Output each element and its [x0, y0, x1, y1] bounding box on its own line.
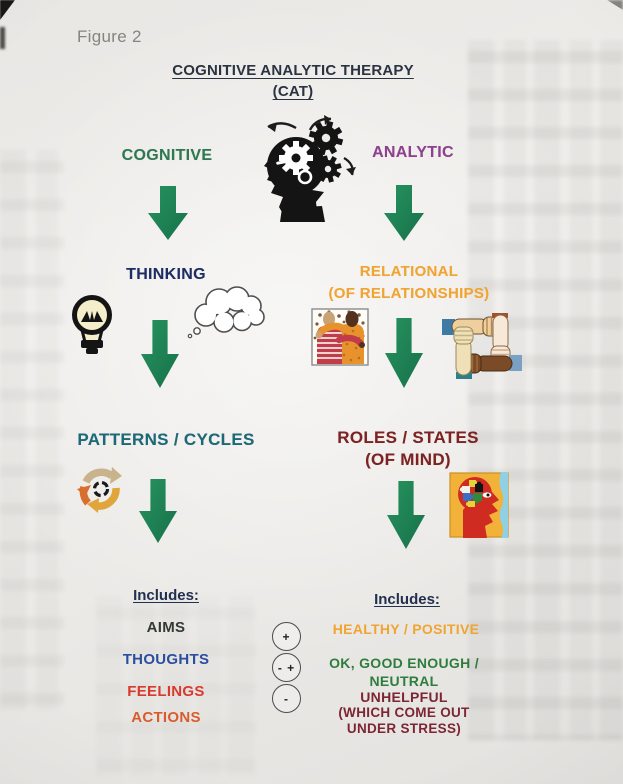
unhelpful-line-1: UNHELPFUL — [360, 689, 448, 705]
title-line-1: COGNITIVE ANALYTIC THERAPY — [172, 62, 414, 79]
green-down-arrow-icon — [139, 479, 177, 543]
label-analytic: ANALYTIC — [372, 144, 454, 161]
green-down-arrow-icon — [385, 318, 423, 388]
valence-badge-negative: - — [272, 684, 301, 713]
label-roles-states: ROLES / STATES (OF MIND) — [308, 427, 508, 471]
right-includes-heading: Includes: — [374, 591, 440, 608]
left-includes-item-feelings: FEELINGS — [127, 683, 205, 700]
relational-line-2: (OF RELATIONSHIPS) — [328, 285, 490, 302]
unhelpful-line-2: (WHICH COME OUT — [338, 705, 470, 720]
valence-badge-positive: + — [272, 622, 301, 651]
unhelpful-line-3: UNDER STRESS) — [346, 721, 462, 736]
thought-bubble-icon — [187, 286, 265, 339]
puzzle-head-icon — [449, 472, 509, 538]
head-with-gears-icon — [264, 115, 356, 222]
page-edge-shadow — [0, 27, 5, 49]
roles-line-2: (OF MIND) — [365, 450, 451, 469]
green-down-arrow-icon — [387, 481, 425, 549]
cycle-arrows-icon — [77, 467, 122, 513]
page-corner-shadow — [0, 0, 15, 20]
left-includes-item-aims: AIMS — [146, 619, 186, 636]
title-line-2: (CAT) — [272, 83, 314, 100]
ok-line-1: OK, GOOD ENOUGH / — [329, 655, 479, 671]
label-cognitive: COGNITIVE — [121, 147, 213, 164]
label-patterns-cycles: PATTERNS / CYCLES — [77, 430, 255, 449]
relational-line-1: RELATIONAL — [359, 263, 459, 280]
right-includes-item-healthy: HEALTHY / POSITIVE — [332, 621, 480, 637]
hugging-people-icon — [311, 308, 369, 366]
lightbulb-icon — [72, 295, 112, 354]
valence-badge-mixed: - + — [272, 653, 301, 682]
green-down-arrow-icon — [148, 186, 188, 240]
page-corner-shadow — [607, 0, 623, 10]
left-includes-item-actions: ACTIONS — [131, 709, 201, 726]
bleedthrough-text-ghost — [0, 150, 64, 710]
roles-line-1: ROLES / STATES — [337, 428, 479, 447]
green-down-arrow-icon — [384, 185, 424, 241]
left-includes-item-thoughts: THOUGHTS — [122, 651, 210, 668]
right-includes-item-ok: OK, GOOD ENOUGH / NEUTRAL — [294, 654, 514, 690]
ok-line-2: NEUTRAL — [369, 673, 439, 689]
diagram-title: COGNITIVE ANALYTIC THERAPY (CAT) — [0, 60, 586, 102]
label-thinking: THINKING — [126, 266, 206, 283]
left-includes-heading: Includes: — [133, 587, 199, 604]
figure-label: Figure 2 — [77, 27, 142, 46]
label-relational: RELATIONAL (OF RELATIONSHIPS) — [309, 261, 509, 305]
right-includes-item-unhelpful: UNHELPFUL (WHICH COME OUT UNDER STRESS) — [294, 689, 514, 737]
linked-hands-icon — [442, 313, 522, 379]
green-down-arrow-icon — [141, 320, 179, 388]
